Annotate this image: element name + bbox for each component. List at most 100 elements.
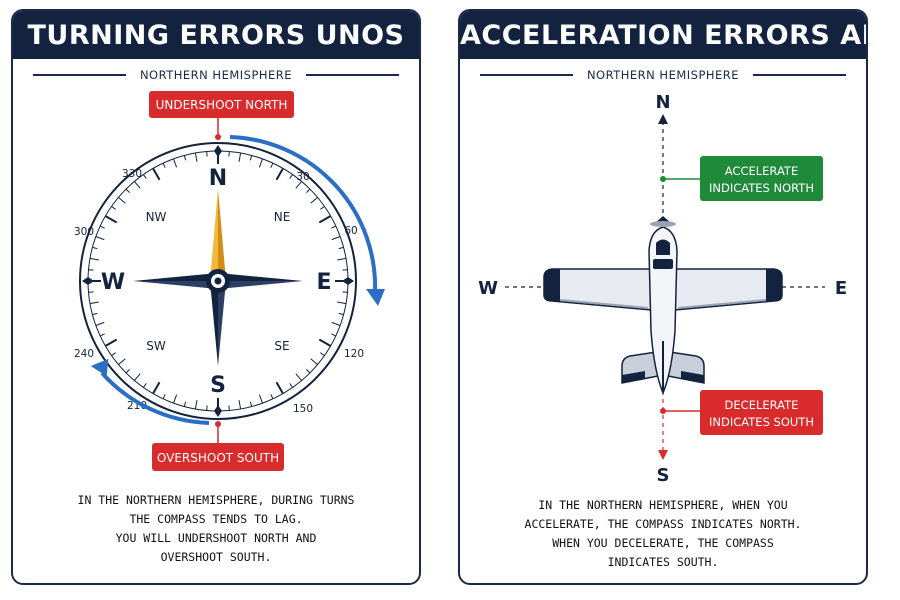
compass-tick — [289, 383, 294, 388]
compass-tick — [331, 333, 337, 337]
arrowhead-icon — [366, 289, 385, 306]
compass-tick — [337, 257, 347, 261]
compass-tick — [92, 312, 98, 316]
compass-label-sw: SW — [146, 339, 166, 353]
turning-errors-caption: IN THE NORTHERN HEMISPHERE, DURING TURNS… — [13, 491, 419, 567]
compass-tick — [270, 394, 274, 400]
south-arrow-icon — [658, 450, 668, 460]
divider — [306, 74, 400, 76]
compass-tick — [152, 167, 161, 181]
compass-tick — [249, 155, 253, 161]
compass-label-n: N — [209, 166, 227, 191]
compass-tick — [118, 197, 126, 204]
north-marker — [214, 145, 222, 157]
compass-tick — [89, 301, 99, 305]
compass-tick — [111, 352, 116, 357]
compass-tick — [89, 257, 99, 261]
south-marker — [214, 405, 222, 417]
compass-degree-30: 30 — [296, 171, 309, 183]
compass-tick — [142, 383, 147, 388]
airplane-label-s: S — [657, 465, 670, 486]
turning-errors-panel: TURNING ERRORS UNOS NORTHERN HEMISPHERE … — [11, 9, 421, 585]
compass-tick — [134, 181, 141, 189]
callout-undershoot-north-label: UNDERSHOOT NORTH — [156, 98, 288, 112]
turning-errors-subtitle-row: NORTHERN HEMISPHERE — [33, 65, 400, 85]
compass-degree-330: 330 — [122, 168, 142, 180]
compass-tick — [318, 215, 332, 224]
north-arrow-icon — [658, 114, 668, 124]
compass-tick — [337, 301, 347, 305]
compass-tick — [289, 174, 294, 179]
compass-tick — [104, 215, 118, 224]
compass-tick — [162, 162, 166, 168]
caption-line: IN THE NORTHERN HEMISPHERE, DURING TURNS — [77, 493, 355, 507]
compass-ticks — [88, 151, 348, 411]
compass-tick — [295, 181, 302, 189]
acceleration-errors-panel: ACCELERATION ERRORS ANDS NORTHERN HEMISP… — [458, 9, 868, 585]
compass-tick — [306, 369, 311, 374]
callout-accelerate-line1: ACCELERATE — [725, 164, 798, 178]
compass-tick — [183, 155, 187, 161]
compass-tick — [238, 152, 242, 162]
compass-tick — [258, 158, 263, 168]
callout-dot — [215, 421, 221, 427]
compass-tick — [162, 394, 166, 400]
turn-arc-south — [100, 371, 210, 425]
compass-tick — [249, 401, 253, 407]
turn-arc-north — [229, 135, 378, 294]
compass-tick — [142, 174, 147, 179]
caption-line: ACCELERATE, THE COMPASS INDICATES NORTH. — [524, 517, 802, 531]
callout-accelerate — [700, 156, 823, 201]
compass-tick — [338, 246, 344, 250]
airplane-diagram: N S W E ACCELERATE INDICATES NORTH DECEL… — [478, 92, 847, 486]
compass-tick — [270, 162, 274, 168]
divider — [33, 74, 126, 76]
compass-tick — [99, 333, 105, 337]
caption-line: THE COMPASS TENDS TO LAG. — [129, 512, 303, 526]
callout-accelerate-line2: INDICATES NORTH — [709, 181, 814, 195]
compass-tick — [118, 358, 126, 365]
compass-label-s: S — [210, 373, 226, 398]
compass-tick — [92, 246, 98, 250]
compass-tick — [331, 321, 341, 326]
compass-tick — [95, 321, 105, 326]
west-marker — [82, 277, 94, 285]
caption-line: WHEN YOU DECELERATE, THE COMPASS — [552, 536, 774, 550]
compass-tick — [194, 400, 198, 410]
compass-tick — [306, 188, 311, 193]
compass-label-ne: NE — [274, 210, 291, 224]
compass-tick — [95, 236, 105, 241]
callout-overshoot-south — [152, 443, 284, 471]
compass-tick — [338, 312, 344, 316]
airplane-label-n: N — [655, 92, 670, 113]
east-marker — [342, 277, 354, 285]
compass-tick — [318, 338, 332, 347]
compass-tick — [183, 401, 187, 407]
callout-overshoot-south-label: OVERSHOOT SOUTH — [157, 451, 279, 465]
acceleration-errors-caption: IN THE NORTHERN HEMISPHERE, WHEN YOU ACC… — [460, 496, 866, 572]
compass-rose — [133, 189, 303, 366]
compass-label-w: W — [101, 270, 125, 295]
callout-undershoot-north — [149, 91, 294, 118]
acceleration-errors-subtitle-row: NORTHERN HEMISPHERE — [480, 65, 847, 85]
divider — [753, 74, 847, 76]
compass-tick — [194, 152, 198, 162]
compass-tick — [295, 373, 302, 381]
arrowhead-icon — [90, 358, 109, 377]
compass-degree-120: 120 — [344, 348, 364, 360]
compass-tick — [258, 394, 263, 404]
compass-diagram: UNDERSHOOT NORTH OVERSHOOT SOUTH — [74, 91, 385, 471]
compass-tick — [275, 381, 284, 395]
airplane-label-e: E — [835, 278, 847, 299]
compass-tick — [320, 205, 325, 210]
caption-line: IN THE NORTHERN HEMISPHERE, WHEN YOU — [538, 498, 788, 512]
airplane-label-w: W — [478, 278, 498, 299]
compass-tick — [104, 338, 118, 347]
compass-tick — [125, 188, 130, 193]
compass-tick — [331, 225, 337, 229]
compass-tick — [310, 358, 318, 365]
callout-dot — [215, 134, 221, 140]
callout-decelerate-line1: DECELERATE — [725, 398, 799, 412]
compass-label-nw: NW — [146, 210, 167, 224]
acceleration-errors-subtitle: NORTHERN HEMISPHERE — [586, 68, 740, 82]
